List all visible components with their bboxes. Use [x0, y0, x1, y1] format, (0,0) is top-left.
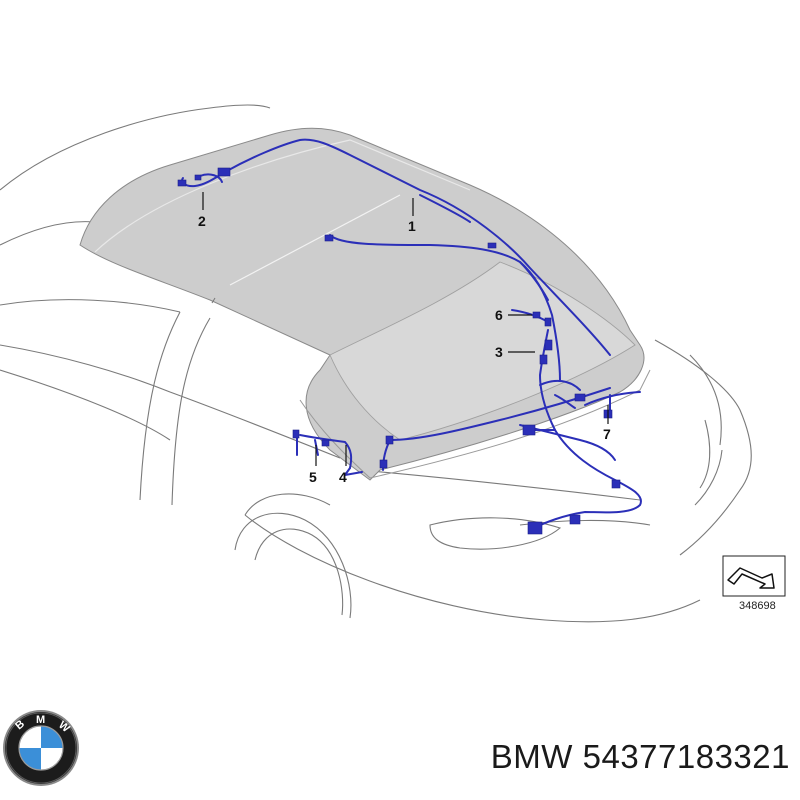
wiring-harness [181, 138, 642, 531]
callout-7: 7 [603, 426, 611, 442]
reference-number: 348698 [739, 600, 776, 612]
arrow-icon [727, 567, 775, 589]
brand-name: BMW [490, 738, 573, 775]
part-number: 54377183321 [582, 738, 790, 775]
reference-box: 348698 [722, 555, 786, 612]
callout-4: 4 [339, 469, 347, 485]
connectors [177, 167, 621, 535]
bmw-logo: B M W [3, 710, 79, 786]
callout-6: 6 [495, 307, 503, 323]
leader-lines [202, 192, 609, 466]
car-outline [0, 104, 752, 623]
convertible-roof [79, 127, 651, 481]
part-caption: BMW 54377183321 [405, 738, 790, 776]
logo-letter-m: M [36, 714, 45, 726]
callout-3: 3 [495, 344, 503, 360]
callout-1: 1 [408, 218, 416, 234]
callout-2: 2 [198, 213, 206, 229]
callout-labels: 1 2 3 4 5 6 7 [198, 213, 611, 485]
callout-5: 5 [309, 469, 317, 485]
